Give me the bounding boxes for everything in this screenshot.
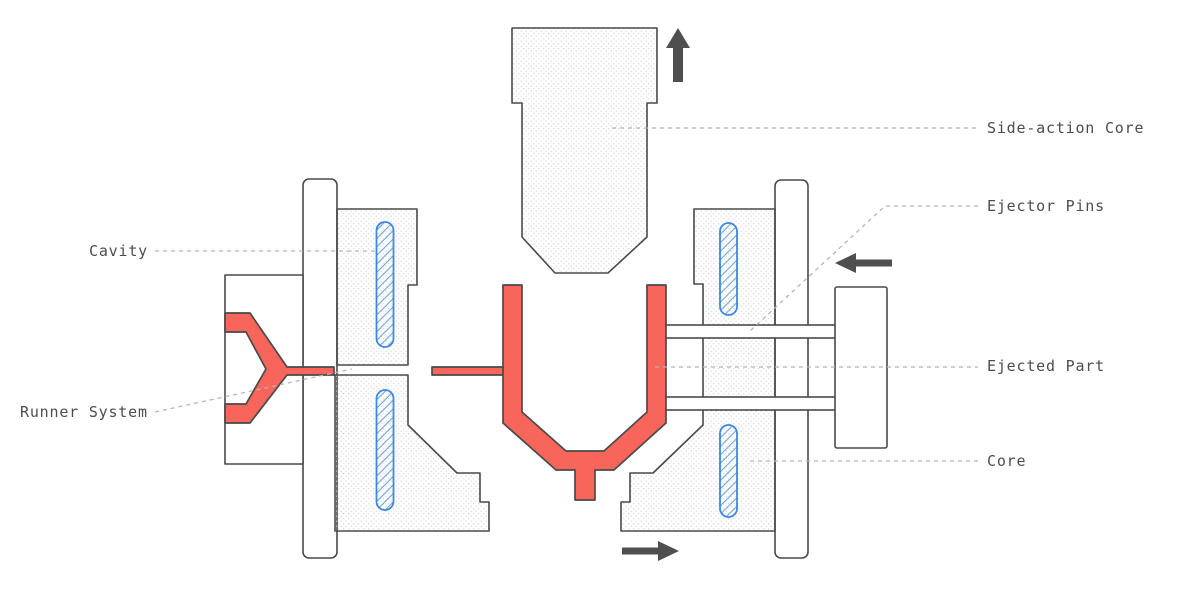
leader-runner-system [154,368,353,413]
ejected-part-group [431,284,667,501]
left-mold-half [224,178,490,559]
arrow-left-icon [835,253,892,273]
cooling-channel-upper-left [375,221,395,348]
side-action-core-group [511,27,690,274]
label-cavity: Cavity [89,242,148,260]
label-ejector-pins: Ejector Pins [987,197,1105,215]
right-support-plate [774,179,809,559]
label-side-action-core: Side-action Core [987,119,1145,137]
ejector-pin-top [665,324,837,339]
label-core: Core [987,452,1027,470]
core-block [620,208,776,532]
ejector-pin-bottom [665,396,837,411]
cavity-plate-lower [334,374,490,532]
cooling-channel-lower-right [719,424,738,518]
arrow-right-icon [622,541,679,561]
ejected-part-shape [502,284,667,501]
label-ejected-part: Ejected Part [987,357,1105,375]
cooling-channel-upper-right [719,222,738,316]
leader-lines [154,127,978,462]
cooling-channel-lower-left [375,389,395,511]
side-action-core-shape [511,27,658,274]
arrow-up-icon [666,28,690,82]
gate-runner-tab [431,366,505,376]
label-runner-system: Runner System [20,403,148,421]
runner-system-shape [224,312,335,424]
